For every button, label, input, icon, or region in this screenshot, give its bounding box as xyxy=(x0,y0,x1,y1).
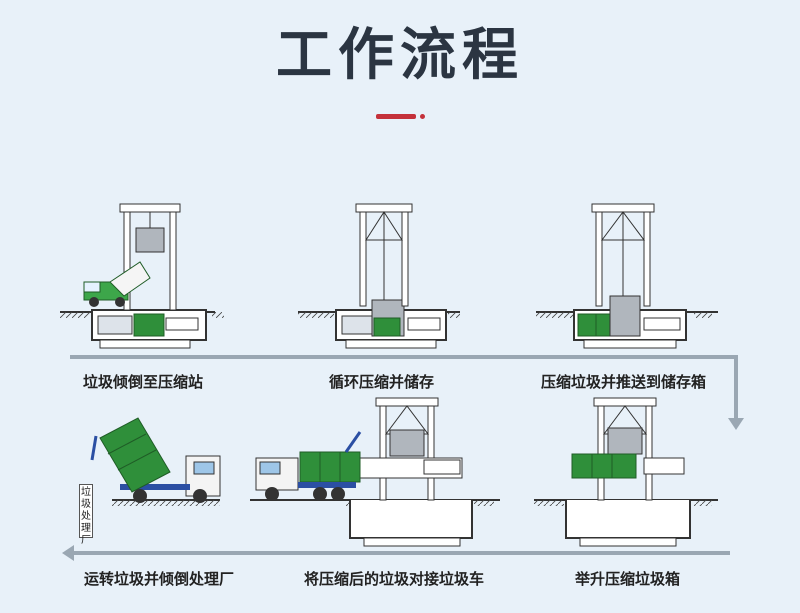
station-6 xyxy=(90,417,221,506)
flow-arrow-top-head xyxy=(728,418,744,430)
truck-container xyxy=(299,451,361,483)
step-label-3: 压缩垃圾并推送到储存箱 xyxy=(541,373,707,391)
flow-arrow-bottom-head xyxy=(62,545,74,561)
station-1 xyxy=(60,203,224,349)
dump-truck-bed xyxy=(99,417,171,493)
step-label-2: 循环压缩并储存 xyxy=(329,373,435,391)
step-label-1: 垃圾倾倒至压缩站 xyxy=(83,373,204,391)
flow-arrows xyxy=(62,355,744,561)
station-4 xyxy=(534,397,718,547)
step-label-5: 将压缩后的垃圾对接垃圾车 xyxy=(304,570,485,588)
disposal-plant-sign: 垃圾处理厂 xyxy=(79,484,93,546)
step-label-4: 举升压缩垃圾箱 xyxy=(575,570,681,588)
title-underline xyxy=(376,114,416,119)
title-underline-dot xyxy=(420,114,425,119)
station-2 xyxy=(298,203,460,349)
station-5 xyxy=(250,397,500,547)
flow-arrow-top xyxy=(70,355,738,420)
step-label-6: 运转垃圾并倾倒处理厂 xyxy=(84,570,235,588)
page-title: 工作流程 xyxy=(276,23,524,88)
station-3 xyxy=(536,203,718,349)
